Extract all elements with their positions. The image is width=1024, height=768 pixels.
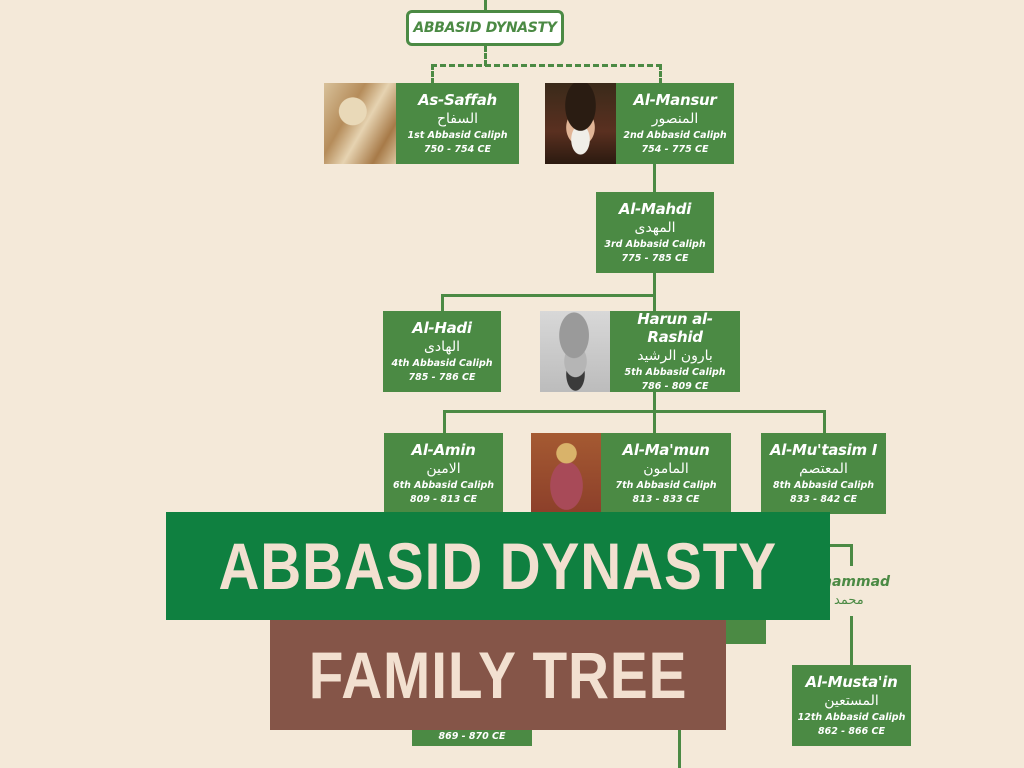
connector [443, 410, 826, 413]
caliph-years: 813 - 833 CE [632, 493, 700, 505]
connector [823, 410, 826, 434]
connector [653, 163, 656, 193]
caliph-arabic: المعتصم [799, 460, 848, 477]
caliph-card-al-mansur: Al-Mansur المنصور 2nd Abbasid Caliph 754… [616, 83, 734, 164]
muhammad-name: hammad [822, 574, 891, 590]
caliph-card-al-amin: Al-Amin الامين 6th Abbasid Caliph 809 - … [384, 433, 503, 514]
harun-al-rashid-portrait [540, 311, 611, 392]
caliph-name: Al-Ma'mun [622, 440, 710, 459]
connector [484, 0, 487, 10]
caliph-arabic: السفاح [436, 110, 479, 127]
connector [441, 294, 656, 297]
connector [484, 46, 487, 66]
caliph-arabic: الهادى [423, 338, 461, 355]
caliph-years: 775 - 785 CE [621, 252, 689, 264]
caliph-arabic: بارون الرشيد [637, 347, 713, 364]
title-banner-line2: FAMILY TREE [270, 620, 726, 730]
caliph-card-bottom-partial: 869 - 870 CE [412, 728, 532, 746]
caliph-card-harun-al-rashid: Harun al-Rashid بارون الرشيد 5th Abbasid… [610, 309, 740, 392]
caliph-years: 833 - 842 CE [790, 493, 857, 505]
caliph-years: 785 - 786 CE [408, 371, 476, 383]
caliph-years: 862 - 866 CE [818, 725, 885, 737]
caliph-years: 786 - 809 CE [641, 380, 709, 392]
caliph-card-al-mutasim: Al-Mu'tasim I المعتصم 8th Abbasid Caliph… [761, 433, 886, 514]
title-banner-line1: ABBASID DYNASTY [166, 512, 830, 620]
caliph-card-al-hadi: Al-Hadi الهادى 4th Abbasid Caliph 785 - … [383, 311, 501, 392]
al-mamun-portrait [531, 433, 602, 514]
connector [431, 64, 434, 84]
caliph-arabic: المامون [643, 460, 689, 477]
connector [850, 616, 853, 666]
title-line1: ABBASID DYNASTY [218, 529, 778, 603]
caliph-ordinal: 3rd Abbasid Caliph [604, 238, 706, 250]
caliph-ordinal: 8th Abbasid Caliph [772, 479, 875, 491]
connector [431, 64, 662, 67]
caliph-arabic: المستعين [824, 692, 879, 709]
caliph-years: 754 - 775 CE [641, 143, 709, 155]
connector [441, 294, 444, 312]
title-line2: FAMILY TREE [308, 638, 688, 712]
caliph-ordinal: 4th Abbasid Caliph [391, 357, 493, 369]
caliph-years: 750 - 754 CE [424, 143, 491, 155]
caliph-name: Harun al-Rashid [637, 309, 713, 346]
caliph-name: Al-Mahdi [618, 199, 692, 218]
caliph-ordinal: 7th Abbasid Caliph [615, 479, 717, 491]
caliph-ordinal: 5th Abbasid Caliph [624, 366, 726, 378]
caliph-name: As-Saffah [418, 90, 497, 109]
caliph-arabic: المهدى [634, 219, 676, 236]
caliph-card-al-mustain: Al-Musta'in المستعين 12th Abbasid Caliph… [792, 665, 911, 746]
caliph-card-partial [726, 620, 766, 644]
caliph-arabic: المنصور [651, 110, 699, 127]
caliph-years: 809 - 813 CE [410, 493, 477, 505]
caliph-name: Al-Mansur [633, 90, 717, 109]
as-saffah-portrait [324, 83, 396, 164]
caliph-ordinal: 6th Abbasid Caliph [392, 479, 495, 491]
connector [653, 272, 656, 312]
caliph-ordinal: 2nd Abbasid Caliph [623, 129, 727, 141]
caliph-ordinal: 1st Abbasid Caliph [407, 129, 508, 141]
root-node: ABBASID DYNASTY [406, 10, 564, 46]
al-mansur-portrait [545, 83, 616, 164]
root-label: ABBASID DYNASTY [413, 20, 557, 36]
caliph-arabic: الامين [426, 460, 461, 477]
caliph-name: Al-Hadi [412, 318, 472, 337]
connector [443, 410, 446, 434]
muhammad-arabic: محمد [834, 593, 864, 608]
caliph-ordinal: 12th Abbasid Caliph [797, 711, 906, 723]
caliph-card-as-saffah: As-Saffah السفاح 1st Abbasid Caliph 750 … [396, 83, 519, 164]
caliph-years: 869 - 870 CE [438, 731, 506, 742]
caliph-card-al-mahdi: Al-Mahdi المهدى 3rd Abbasid Caliph 775 -… [596, 192, 714, 273]
caliph-name: Al-Amin [411, 440, 476, 459]
connector [850, 544, 853, 566]
connector [659, 64, 662, 84]
caliph-name: Al-Musta'in [805, 672, 898, 691]
connector [678, 730, 681, 768]
caliph-card-al-mamun: Al-Ma'mun المامون 7th Abbasid Caliph 813… [601, 433, 731, 514]
caliph-name: Al-Mu'tasim I [769, 440, 878, 459]
connector [828, 544, 853, 547]
